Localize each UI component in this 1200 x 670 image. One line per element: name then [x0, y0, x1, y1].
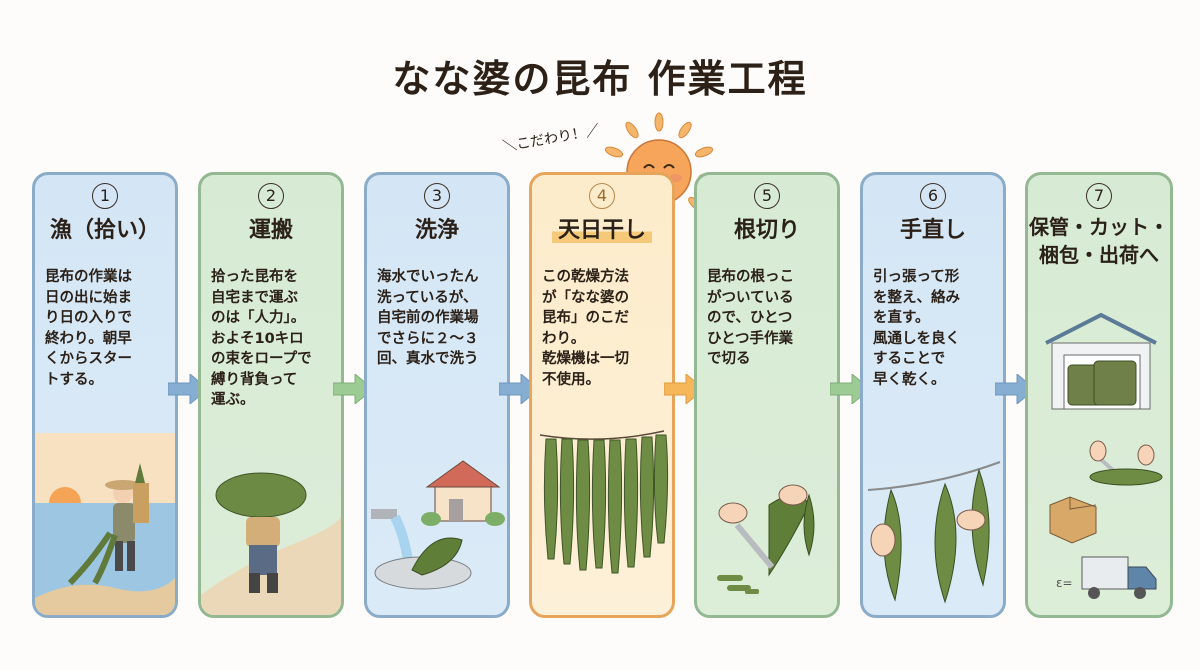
step-number: 2: [258, 183, 284, 209]
step-number: 7: [1086, 183, 1112, 209]
step-description: 拾った昆布を 自宅まで運ぶ のは「人力」。 およそ10キロ の束をロープで 縛り…: [211, 269, 312, 408]
step-card-6: 6 手直し 引っ張って形 を整え、絡み を直す。 風通しを良く することで 早く…: [860, 172, 1006, 618]
step-card-7: 7 保管・カット・ 梱包・出荷へ ε=: [1025, 172, 1173, 618]
step-title: 手直し: [899, 218, 966, 243]
step-number: 4: [589, 183, 615, 209]
step-title: 保管・カット・ 梱包・出荷へ: [1029, 215, 1169, 267]
step-description: 昆布の作業は 日の出に始ま り日の入りで 終わり。朝早 くからスター トする。: [45, 269, 132, 388]
kodawari-tag: ＼こだわり！／: [501, 122, 601, 156]
step-card-5: 5 根切り 昆布の根っこ がついている ので、ひとつ ひとつ手作業 で切る: [694, 172, 840, 618]
page-title: なな婆の昆布 作業工程: [392, 57, 808, 101]
drying-kelp-illustration: [539, 430, 669, 574]
step-title: 漁（拾い）: [49, 218, 160, 243]
step-description: この乾燥方法 が「なな婆の 昆布」のこだ わり。 乾燥機は一切 不使用。: [542, 269, 629, 388]
step-description: 海水でいったん 洗っているが、 自宅前の作業場 でさらに２～３ 回、真水で洗う: [377, 269, 479, 367]
step-card-3: 3 洗浄 海水でいったん 洗っているが、 自宅前の作業場 でさらに２～３ 回、真…: [364, 172, 510, 618]
step-card-4: 4 天日干し この乾燥方法 が「なな婆の 昆布」のこだ わり。 乾燥機は一切 不…: [529, 172, 675, 618]
straightening-kelp-illustration: [867, 461, 1001, 604]
step-title: 運搬: [248, 218, 293, 243]
step-description: 引っ張って形 を整え、絡み を直す。 風通しを良く することで 早く乾く。: [873, 269, 960, 388]
carrying-kelp-illustration: [201, 472, 341, 615]
washing-kelp-illustration: [371, 460, 505, 590]
step-number: 6: [920, 183, 946, 209]
fisher-sunrise-illustration: [35, 433, 175, 615]
cutting-roots-illustration: [717, 484, 815, 594]
step-number: 3: [424, 183, 450, 209]
storage-shipping-illustration: ε=: [1045, 312, 1163, 599]
step-description: 昆布の根っこ がついている ので、ひとつ ひとつ手作業 で切る: [707, 269, 794, 367]
step-card-2: 2 運搬 拾った昆布を 自宅まで運ぶ のは「人力」。 およそ10キロ の束をロー…: [198, 172, 344, 618]
step-title: 洗浄: [414, 218, 459, 243]
step-card-1: 1 漁（拾い） 昆布の作業は 日の出に始ま り日の入りで 終わり。朝早 くからス…: [32, 172, 178, 618]
step-number: 5: [754, 183, 780, 209]
svg-text:ε=: ε=: [1056, 576, 1073, 590]
step-number: 1: [92, 183, 118, 209]
step-title: 天日干し: [551, 218, 652, 243]
step-title: 根切り: [733, 218, 800, 243]
